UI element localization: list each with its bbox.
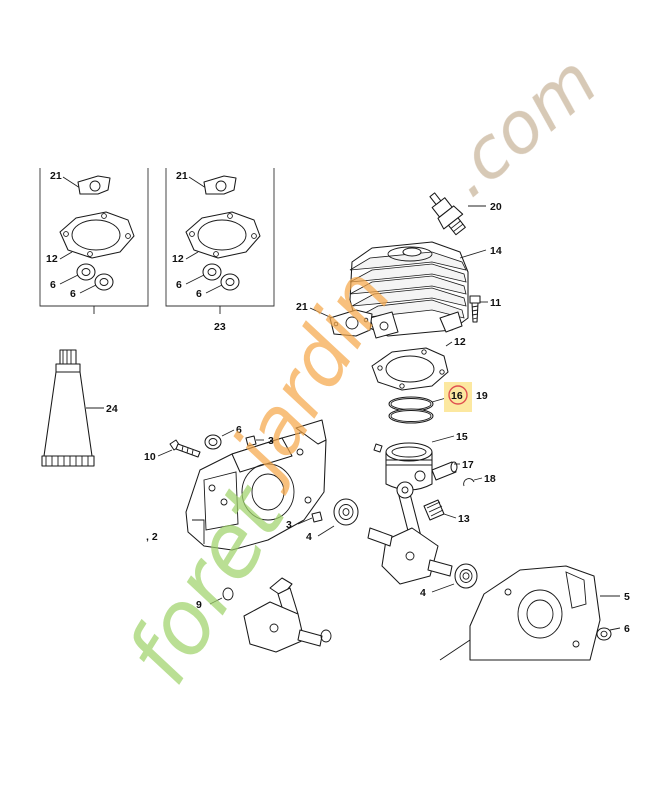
seal-kit-b-2 xyxy=(220,273,240,291)
highlight-callout-16: 16 xyxy=(444,382,472,412)
bearing-left xyxy=(333,498,359,526)
crankshaft-left xyxy=(243,577,323,653)
callout-21-kit-b: 21 xyxy=(176,170,188,182)
crankcase-left xyxy=(185,419,327,551)
crankcase-right xyxy=(439,565,601,661)
callout-2: , 2 xyxy=(146,531,158,543)
callout-12-kit-a: 12 xyxy=(46,253,58,265)
piston xyxy=(373,442,433,491)
screw-11 xyxy=(469,295,481,323)
callout-6b-kit-a: 6 xyxy=(70,288,76,300)
watermark-text-com: .com xyxy=(428,40,612,213)
intake-gasket xyxy=(329,309,373,337)
callout-9: 9 xyxy=(196,599,202,611)
callout-6-crankcase: 6 xyxy=(236,424,242,436)
gasket-kit-a: 21 12 6 6 xyxy=(39,168,149,314)
callout-15: 15 xyxy=(456,431,468,443)
oring-9b xyxy=(320,629,332,643)
callout-18: 18 xyxy=(484,473,496,485)
callout-19: 19 xyxy=(476,390,488,402)
spark-plug xyxy=(429,192,466,236)
dowel-3b xyxy=(311,511,323,523)
callout-4-left: 4 xyxy=(306,531,312,543)
cylinder-gasket-kit-a xyxy=(59,211,135,259)
intake-gasket-kit-b xyxy=(203,175,237,195)
callout-3-top: 3 xyxy=(268,435,274,447)
screw-10 xyxy=(169,439,201,458)
callout-14: 14 xyxy=(490,245,502,257)
callout-24: 24 xyxy=(106,403,118,415)
shaft-seal xyxy=(204,434,222,450)
callout-5: 5 xyxy=(624,591,630,603)
seal-kit-a-1 xyxy=(76,263,96,281)
seal-kit-a-2 xyxy=(94,273,114,291)
intake-gasket-kit-a xyxy=(77,175,111,195)
sealant-tube xyxy=(41,349,95,467)
callout-6b-kit-b: 6 xyxy=(196,288,202,300)
cylinder-base-gasket xyxy=(371,347,449,391)
needle-cage xyxy=(423,499,445,521)
callout-16: 16 xyxy=(451,390,463,402)
oring-9 xyxy=(222,587,234,601)
piston-rings xyxy=(388,396,434,424)
callout-6-right: 6 xyxy=(624,623,630,635)
callout-3-bottom: 3 xyxy=(286,519,292,531)
callout-6a-kit-a: 6 xyxy=(50,279,56,291)
callout-11: 11 xyxy=(490,297,501,309)
cylinder xyxy=(349,241,469,339)
gasket-kit-b: 21 12 6 6 23 xyxy=(165,168,275,333)
callout-13: 13 xyxy=(458,513,470,525)
callout-23: 23 xyxy=(214,321,226,333)
seal-right xyxy=(596,627,612,641)
callout-6a-kit-b: 6 xyxy=(176,279,182,291)
callout-21-main: 21 xyxy=(296,301,308,313)
callout-20: 20 xyxy=(490,201,502,213)
callout-10: 10 xyxy=(144,451,156,463)
crankshaft-right xyxy=(367,481,453,585)
piston-pin xyxy=(431,461,458,481)
bearing-right xyxy=(454,563,478,589)
circlip xyxy=(463,478,475,487)
cylinder-gasket-kit-b xyxy=(185,211,261,259)
callout-12-main: 12 xyxy=(454,336,466,348)
callout-12-kit-b: 12 xyxy=(172,253,184,265)
seal-kit-b-1 xyxy=(202,263,222,281)
dowel-3a xyxy=(245,435,257,447)
callout-17: 17 xyxy=(462,459,474,471)
callout-21-kit-a: 21 xyxy=(50,170,62,182)
callout-4-right: 4 xyxy=(420,587,426,599)
